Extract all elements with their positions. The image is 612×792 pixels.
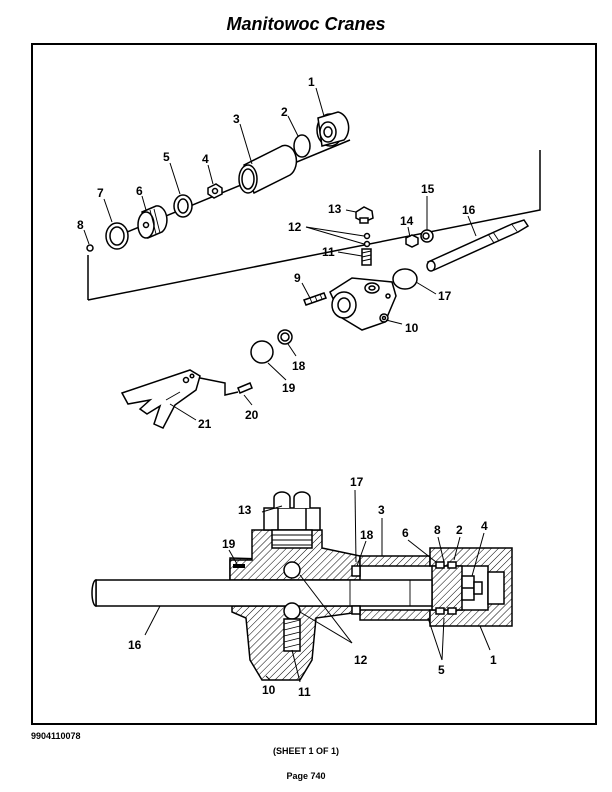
- part-8-ball: [86, 244, 94, 252]
- page-number: Page 740: [286, 771, 326, 781]
- section-snap-ring-19: [233, 564, 245, 568]
- label-4: 4: [202, 152, 209, 166]
- label-11: 11: [322, 245, 335, 259]
- part-12-ball: [363, 232, 371, 240]
- section-rod-16: [91, 579, 433, 607]
- part-16-rod: [426, 219, 530, 272]
- section-cap-bore: [487, 571, 505, 605]
- part-19-snap-ring: [250, 340, 274, 364]
- part-2-o-ring: [293, 134, 311, 158]
- part-5-wiper-ring: [173, 194, 193, 218]
- page-title: Manitowoc Cranes: [226, 14, 386, 34]
- lever-axis-line: [199, 377, 239, 396]
- label-11: 11: [298, 685, 311, 699]
- section-spring-11: [283, 618, 301, 652]
- part-12-ball: [363, 240, 371, 248]
- label-7: 7: [97, 186, 104, 200]
- label-18: 18: [360, 528, 374, 542]
- label-16: 16: [462, 203, 476, 217]
- label-9: 9: [294, 271, 301, 285]
- part-14-nut: [405, 234, 419, 248]
- label-13: 13: [328, 202, 342, 216]
- part-6-piston: [137, 205, 168, 240]
- section-piston: [431, 565, 463, 611]
- label-17: 17: [350, 475, 364, 489]
- label-4: 4: [481, 519, 488, 533]
- exploded-view: [83, 87, 541, 429]
- label-2: 2: [281, 105, 288, 119]
- section-ball-upper: [283, 561, 301, 579]
- sheet-indicator: (SHEET 1 OF 1): [272, 746, 339, 756]
- label-6: 6: [136, 184, 143, 198]
- assembly-axis-line: [87, 150, 541, 301]
- part-7-seal-ring: [105, 222, 129, 250]
- label-19: 19: [282, 381, 296, 395]
- label-3: 3: [233, 112, 240, 126]
- section-nut-4: [461, 575, 483, 601]
- exploded-leader-lines: [83, 87, 477, 421]
- label-20: 20: [245, 408, 259, 422]
- label-10: 10: [405, 321, 419, 335]
- exploded-labels: 1 2 3 4 5 6 7 8 9 10 11 12 13 14 15 16 1…: [77, 75, 476, 431]
- part-3-tube: [238, 144, 298, 195]
- label-5: 5: [163, 150, 170, 164]
- label-8: 8: [77, 218, 84, 232]
- section-seal: [447, 561, 457, 569]
- label-2: 2: [456, 523, 463, 537]
- section-labels: 13 17 3 19 18 6 8 2 4 16 12 5 1 10 11: [128, 475, 497, 699]
- document-number: 9904110078: [31, 731, 81, 741]
- section-seal: [447, 607, 457, 615]
- section-tube-lower-wall: [359, 609, 431, 621]
- section-view: [91, 491, 513, 681]
- part-4-nut: [207, 183, 223, 199]
- section-ring-18: [351, 565, 361, 577]
- label-13: 13: [238, 503, 252, 517]
- label-16: 16: [128, 638, 142, 652]
- section-leader-lines: [144, 489, 491, 683]
- label-12: 12: [354, 653, 368, 667]
- label-5: 5: [438, 663, 445, 677]
- part-20-set-screw: [237, 382, 253, 394]
- label-6: 6: [402, 526, 409, 540]
- label-14: 14: [400, 214, 414, 228]
- part-11-spring: [361, 248, 372, 266]
- label-1: 1: [308, 75, 315, 89]
- part-1-end-cap: [316, 111, 350, 147]
- label-18: 18: [292, 359, 306, 373]
- section-plug-13: [263, 491, 321, 549]
- part-21-fork-lever: [120, 369, 201, 429]
- section-ball-lower: [283, 602, 301, 620]
- label-10: 10: [262, 683, 276, 697]
- part-15-cap: [420, 229, 434, 243]
- section-tube-upper-wall: [359, 555, 431, 567]
- part-9-pin: [303, 292, 327, 306]
- label-21: 21: [198, 417, 212, 431]
- label-8: 8: [434, 523, 441, 537]
- part-10-valve-body: [329, 277, 397, 331]
- label-3: 3: [378, 503, 385, 517]
- label-15: 15: [421, 182, 435, 196]
- label-19: 19: [222, 537, 236, 551]
- part-13-plug: [355, 206, 374, 224]
- label-17: 17: [438, 289, 452, 303]
- part-17-o-ring: [392, 268, 418, 290]
- section-seal: [435, 607, 445, 615]
- section-ring-18: [351, 605, 361, 615]
- label-1: 1: [490, 653, 497, 667]
- part-18-ring: [277, 329, 293, 345]
- label-12: 12: [288, 220, 302, 234]
- section-seal: [435, 561, 445, 569]
- drawing-frame: [31, 43, 597, 725]
